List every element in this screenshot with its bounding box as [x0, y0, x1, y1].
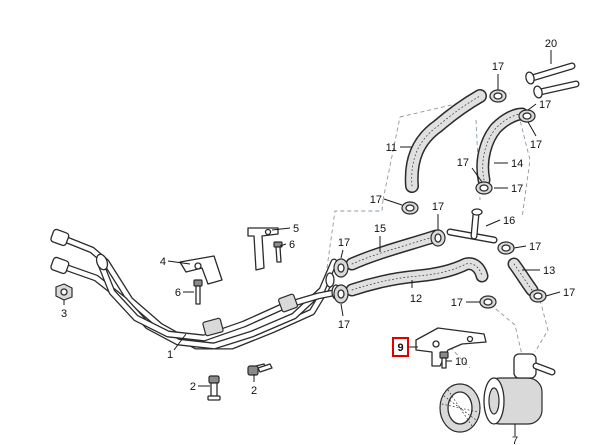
callout-16: 16	[503, 215, 515, 227]
pipe-connector-20	[525, 62, 580, 99]
bolt-6b	[273, 241, 283, 263]
clamp-d	[475, 181, 493, 195]
callout-17i: 17	[338, 319, 350, 331]
callout-4: 4	[160, 256, 166, 268]
callout-17e: 17	[432, 201, 444, 213]
callout-17h: 17	[338, 237, 350, 249]
hose-15	[345, 229, 443, 271]
assembly-reference-lines	[324, 92, 549, 433]
clamp-j	[529, 289, 547, 303]
hose-clamps	[333, 89, 547, 309]
callout-2b: 2	[251, 385, 257, 397]
callout-17j: 17	[529, 241, 541, 253]
hose-14	[476, 107, 529, 187]
callout-17k: 17	[451, 297, 463, 309]
screw-10	[439, 351, 449, 369]
bracket-5	[247, 227, 279, 271]
bracket-4	[179, 255, 223, 285]
clamp-a	[489, 89, 507, 103]
clamp-c	[401, 201, 419, 215]
pump-bracket-9	[415, 327, 487, 367]
clamp-g	[333, 284, 349, 304]
callout-17f: 17	[457, 157, 469, 169]
callout-17g: 17	[511, 183, 523, 195]
callout-14: 14	[511, 158, 523, 170]
callout-13: 13	[543, 265, 555, 277]
callout-20: 20	[545, 38, 557, 50]
bolt-6a	[193, 279, 203, 305]
hose-11	[404, 89, 487, 193]
nut-3	[55, 283, 73, 301]
callout-12: 12	[410, 293, 422, 305]
callout-17d: 17	[370, 194, 382, 206]
callout-2a: 2	[190, 381, 196, 393]
callout-15: 15	[374, 223, 386, 235]
hose-12	[345, 257, 489, 297]
clamp-f	[333, 258, 349, 278]
callout-5: 5	[293, 223, 299, 235]
callout-6b: 6	[289, 239, 295, 251]
clamp-h	[497, 241, 515, 255]
coolant-pump-7	[439, 353, 556, 433]
callout-17l: 17	[563, 287, 575, 299]
callout-17b: 17	[539, 99, 551, 111]
callout-17a: 17	[492, 61, 504, 73]
callout-3: 3	[61, 308, 67, 320]
t-connector-16	[446, 208, 498, 244]
coolant-pipe-assembly	[50, 228, 342, 350]
highlight-box-9	[392, 337, 409, 357]
hose-13	[507, 257, 539, 297]
callout-7: 7	[512, 435, 518, 445]
clamp-i	[479, 295, 497, 309]
callout-9: 9	[397, 342, 403, 354]
bolt-2a	[207, 375, 221, 401]
clamp-e	[430, 229, 446, 247]
callout-11: 11	[386, 142, 397, 154]
callout-6a: 6	[175, 287, 181, 299]
callout-labels: 1 2 2 3 4 5 6 6 7 9 10 11 12 13 14 15 16…	[61, 38, 575, 445]
callout-17c: 17	[530, 139, 542, 151]
callout-10: 10	[455, 356, 467, 368]
callout-1: 1	[167, 349, 173, 361]
clamp-b	[518, 109, 536, 123]
leader-lines	[63, 50, 561, 436]
bolt-2b	[247, 363, 273, 376]
